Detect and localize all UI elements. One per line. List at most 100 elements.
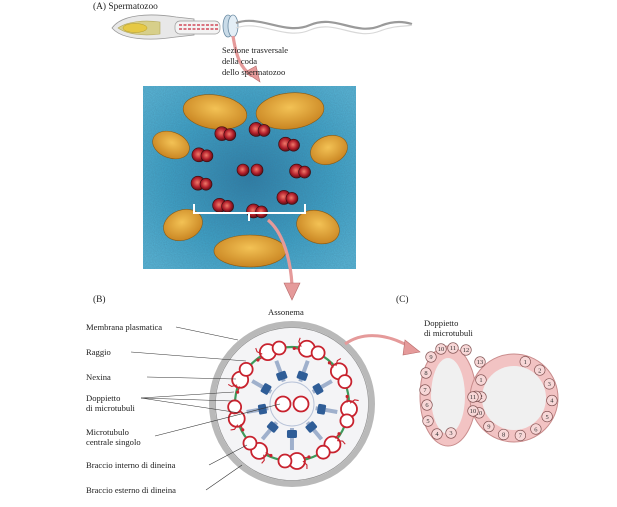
axoneme-doublet — [277, 452, 311, 470]
axoneme-doublet — [315, 432, 346, 460]
em-doublet — [248, 122, 271, 137]
svg-text:8: 8 — [424, 370, 427, 377]
svg-text:8: 8 — [502, 432, 505, 439]
protofilament-subunit: 8 — [498, 428, 510, 441]
outer-dynein-arm — [230, 424, 239, 431]
label-central-singlet-line-1: Microtubulo — [86, 427, 129, 437]
svg-text:7: 7 — [519, 433, 523, 440]
axoneme-doublet — [255, 340, 287, 362]
outer-dynein-arm — [336, 440, 346, 445]
em-caption-line-2: della coda — [222, 56, 258, 66]
doublet-detail: 3456789101112131212345678910111110 — [419, 342, 559, 447]
protofilament-subunit: 7 — [514, 429, 526, 442]
axoneme-doublet — [227, 399, 246, 432]
protofilament-subunit: 1 — [519, 356, 531, 368]
doublet-title-line-2: di microtubuli — [424, 328, 473, 338]
svg-text:9: 9 — [429, 354, 432, 361]
label-doublet-line-1: Doppietto — [86, 393, 121, 403]
protofilament-subunit: 4 — [546, 394, 558, 407]
svg-text:4: 4 — [550, 398, 554, 405]
protofilament-subunit: 3 — [543, 378, 555, 390]
label-nexin: Nexina — [86, 372, 111, 382]
svg-text:6: 6 — [534, 426, 538, 433]
svg-text:10: 10 — [470, 408, 477, 415]
leader-lines — [130, 326, 281, 491]
label-doublet-line-2: di microtubuli — [86, 403, 135, 413]
em-doublet — [246, 203, 268, 219]
em-central-singlet — [250, 163, 264, 177]
radial-spoke — [286, 427, 297, 451]
protofilament-subunit: 13 — [474, 356, 486, 368]
outer-dynein-arm — [261, 454, 265, 464]
axoneme-title: Assonema — [268, 307, 304, 317]
protofilament-subunit: 11 — [467, 391, 479, 403]
panel-c-label: (C) — [396, 295, 409, 305]
outer-dynein-arm — [335, 358, 342, 367]
axoneme-doublet — [242, 435, 273, 464]
protofilament-subunit: 5 — [422, 415, 434, 427]
svg-text:11: 11 — [450, 345, 456, 352]
svg-text:2: 2 — [538, 367, 541, 374]
arrow-to-em — [231, 35, 261, 83]
em-caption-line-3: dello spermatozoo — [222, 67, 286, 77]
protofilament-subunit: 9 — [483, 420, 495, 433]
panel-b-label: (B) — [93, 295, 106, 305]
svg-text:10: 10 — [438, 346, 445, 353]
em-doublet — [190, 175, 213, 191]
protofilament-subunit: 12 — [460, 344, 472, 356]
outer-dynein-arm — [227, 383, 238, 388]
svg-text:1: 1 — [479, 377, 482, 384]
protofilament-subunit: 10 — [467, 405, 479, 417]
protofilament-subunit: 6 — [530, 423, 542, 435]
em-doublet — [214, 126, 237, 141]
sperm-illustration — [111, 14, 413, 40]
svg-text:3: 3 — [449, 430, 452, 437]
protofilament-subunit: 6 — [421, 399, 433, 411]
em-micrograph — [143, 86, 356, 269]
arrow-to-axoneme — [266, 218, 301, 301]
radial-spoke — [296, 360, 310, 383]
protofilament-subunit: 10 — [435, 343, 447, 355]
axoneme-diagram — [209, 321, 375, 487]
label-outer-dynein-arm: Braccio esterno di dineina — [86, 485, 176, 495]
svg-text:3: 3 — [548, 381, 551, 388]
svg-text:5: 5 — [426, 418, 429, 425]
protofilament-subunit: 2 — [534, 364, 546, 376]
axoneme-doublet — [227, 361, 254, 394]
em-doublet — [276, 190, 299, 205]
svg-text:7: 7 — [423, 387, 427, 394]
radial-spoke — [311, 379, 333, 395]
label-plasma-membrane: Membrana plasmatica — [86, 322, 163, 332]
em-doublet — [191, 147, 214, 163]
em-central-singlet — [236, 163, 250, 177]
svg-text:12: 12 — [463, 347, 470, 354]
panel-a-label: (A) Spermatozoo — [93, 2, 158, 12]
svg-text:11: 11 — [470, 394, 476, 401]
outer-dynein-arm — [349, 399, 359, 404]
svg-text:4: 4 — [435, 431, 439, 438]
protofilament-subunit: 11 — [447, 342, 459, 354]
axoneme-doublet — [292, 337, 326, 361]
svg-text:10: 10 — [476, 410, 483, 417]
svg-text:1: 1 — [524, 359, 527, 366]
radial-spoke — [274, 360, 288, 383]
outer-dynein-arm — [298, 337, 302, 347]
radial-spoke — [315, 403, 338, 415]
protofilament-subunit: 3 — [445, 427, 457, 439]
protofilament-subunit: 7 — [419, 384, 431, 396]
label-central-singlet-line-2: centrale singolo — [86, 437, 141, 447]
radial-spoke — [305, 421, 324, 441]
em-doublet — [289, 163, 311, 179]
label-radial-spoke: Raggio — [86, 347, 111, 357]
protofilament-subunit: 1 — [475, 374, 487, 386]
svg-text:9: 9 — [487, 424, 490, 431]
svg-text:13: 13 — [477, 359, 484, 366]
em-caption-line-1: Sezione trasversale — [222, 45, 289, 55]
em-doublet — [278, 136, 300, 152]
svg-text:6: 6 — [425, 402, 429, 409]
svg-text:5: 5 — [546, 414, 549, 421]
label-inner-dynein-arm: Braccio interno di dineina — [86, 460, 176, 470]
doublet-title-line-1: Doppietto — [424, 318, 459, 328]
protofilament-subunit: 9 — [425, 351, 437, 363]
